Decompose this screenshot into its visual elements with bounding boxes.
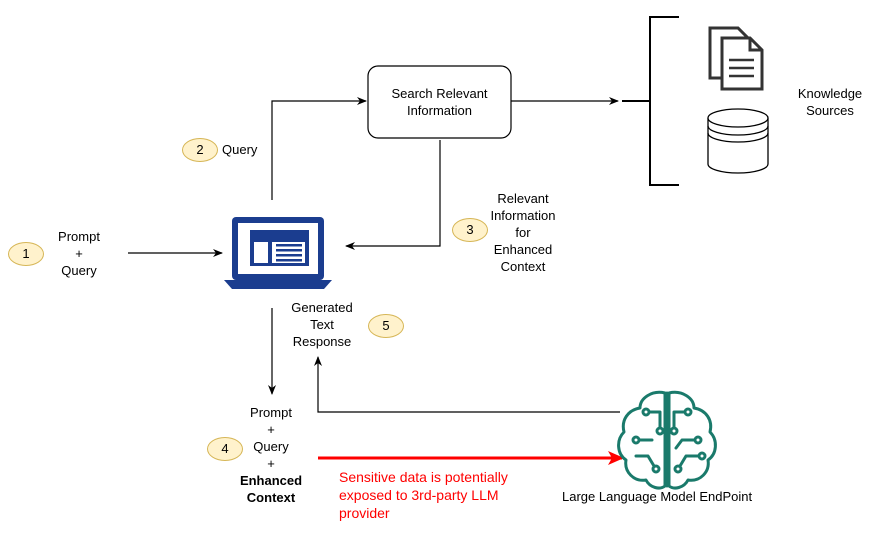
search-box-label-line2: Information — [406, 103, 473, 118]
search-box-label: Search Relevant Information — [368, 85, 511, 119]
step-2-badge: 2 — [182, 138, 218, 162]
warning-line3: provider — [339, 505, 390, 521]
relevant-info-label: Relevant Information for Enhanced Contex… — [482, 190, 564, 275]
generated-response-line2: Text — [310, 317, 334, 332]
enhanced-prompt-line3: Query — [253, 439, 289, 454]
prompt-query-line2: + — [75, 246, 83, 261]
documents-icon — [708, 26, 764, 91]
prompt-query-line1: Prompt — [58, 229, 100, 244]
knowledge-sources-label: Knowledge Sources — [790, 85, 870, 119]
brain-circuit-icon — [617, 390, 717, 490]
prompt-query-line3: Query — [61, 263, 97, 278]
enhanced-prompt-label: Prompt + Query + Enhanced Context — [232, 404, 310, 506]
search-box — [367, 65, 512, 139]
step-4-badge: 4 — [207, 437, 243, 461]
llm-endpoint-label: Large Language Model EndPoint — [562, 489, 753, 504]
step-1-badge: 1 — [8, 242, 44, 266]
enhanced-context-line2: Context — [246, 490, 296, 505]
search-box-label-line1: Search Relevant — [391, 86, 488, 101]
enhanced-context-line1: Enhanced — [239, 473, 303, 488]
relevant-info-line2: Information — [490, 208, 556, 223]
relevant-info-arrow — [345, 140, 441, 250]
prompt-query-label: Prompt + Query — [50, 228, 108, 279]
warning-line1: Sensitive data is potentially — [339, 469, 508, 485]
step-3-badge: 3 — [452, 218, 488, 242]
llm-response-arrow — [314, 356, 620, 413]
generated-response-line1: Generated — [291, 300, 353, 315]
laptop-icon — [224, 217, 332, 289]
enhanced-prompt-line1: Prompt — [250, 405, 292, 420]
enhanced-prompt-line2: + — [267, 422, 275, 437]
relevant-info-line4: Enhanced — [493, 242, 553, 257]
warning-line2: exposed to 3rd-party LLM — [339, 487, 499, 503]
database-icon — [707, 108, 769, 174]
knowledge-bracket — [622, 16, 679, 186]
generated-response-line3: Response — [292, 334, 352, 349]
query-label: Query — [222, 142, 258, 157]
relevant-info-line1: Relevant — [497, 191, 549, 206]
knowledge-sources-line2: Sources — [806, 103, 854, 118]
knowledge-sources-line1: Knowledge — [797, 86, 863, 101]
generated-response-label: Generated Text Response — [282, 299, 362, 350]
query-arrow — [271, 97, 367, 200]
sensitive-data-warning: Sensitive data is potentially exposed to… — [339, 468, 508, 522]
step-5-badge: 5 — [368, 314, 404, 338]
enhanced-prompt-line4: + — [267, 456, 275, 471]
relevant-info-line3: for — [515, 225, 531, 240]
relevant-info-line5: Context — [500, 259, 546, 274]
